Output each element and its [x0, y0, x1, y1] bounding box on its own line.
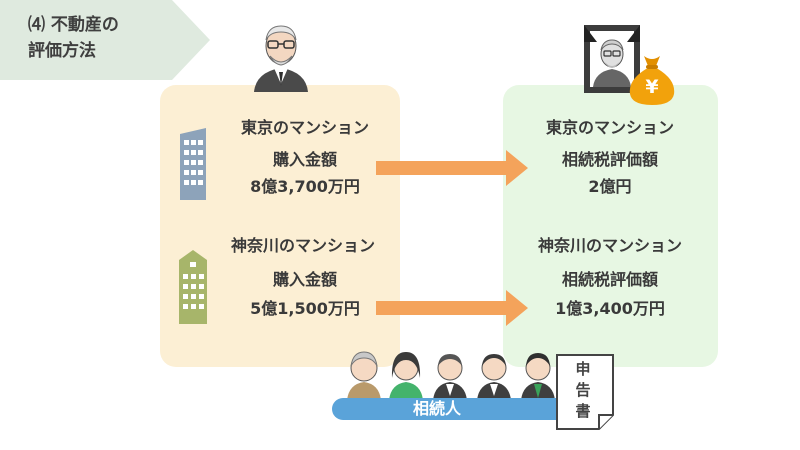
tokyo-building-icon [180, 128, 206, 200]
kanagawa-purchase-label: 購入金額 [272, 270, 337, 289]
section-tag [0, 0, 210, 80]
tokyo-purchase-label: 購入金額 [272, 150, 337, 169]
yen-money-bag-icon [629, 56, 675, 105]
tokyo-valuation-amount: 2億円 [588, 177, 632, 196]
section-title: ⑷ 不動産の 評価方法 [28, 12, 178, 64]
heirs-label: 相続人 [412, 399, 461, 418]
kanagawa-purchase-amount: 5億1,500万円 [250, 299, 360, 318]
heirs-group-icon [347, 351, 555, 400]
document-char-1: 申 [575, 360, 591, 378]
kanagawa-purchase-name: 神奈川のマンション [230, 236, 375, 255]
yen-symbol: ¥ [645, 76, 659, 98]
tokyo-valuation-label: 相続税評価額 [561, 150, 658, 169]
section-title-line2: 評価方法 [28, 41, 96, 61]
kanagawa-valuation-label: 相続税評価額 [561, 270, 658, 289]
kanagawa-arrow [376, 290, 528, 326]
tax-return-document-icon [556, 354, 614, 430]
tokyo-purchase-amount: 8億3,700万円 [250, 177, 360, 196]
section-title-line1: ⑷ 不動産の [28, 15, 119, 35]
memorial-portrait-icon [584, 25, 640, 93]
document-char-3: 書 [575, 402, 591, 420]
tax-valuation-panel [503, 85, 718, 367]
elderly-man-icon [254, 25, 308, 92]
kanagawa-valuation-name: 神奈川のマンション [537, 236, 682, 255]
tokyo-purchase-name: 東京のマンション [240, 118, 369, 137]
heirs-bar [332, 398, 584, 420]
tokyo-valuation-name: 東京のマンション [545, 118, 674, 137]
kanagawa-building-icon [179, 250, 207, 324]
kanagawa-valuation-amount: 1億3,400万円 [555, 299, 665, 318]
document-char-2: 告 [575, 381, 591, 399]
tokyo-arrow [376, 150, 528, 186]
